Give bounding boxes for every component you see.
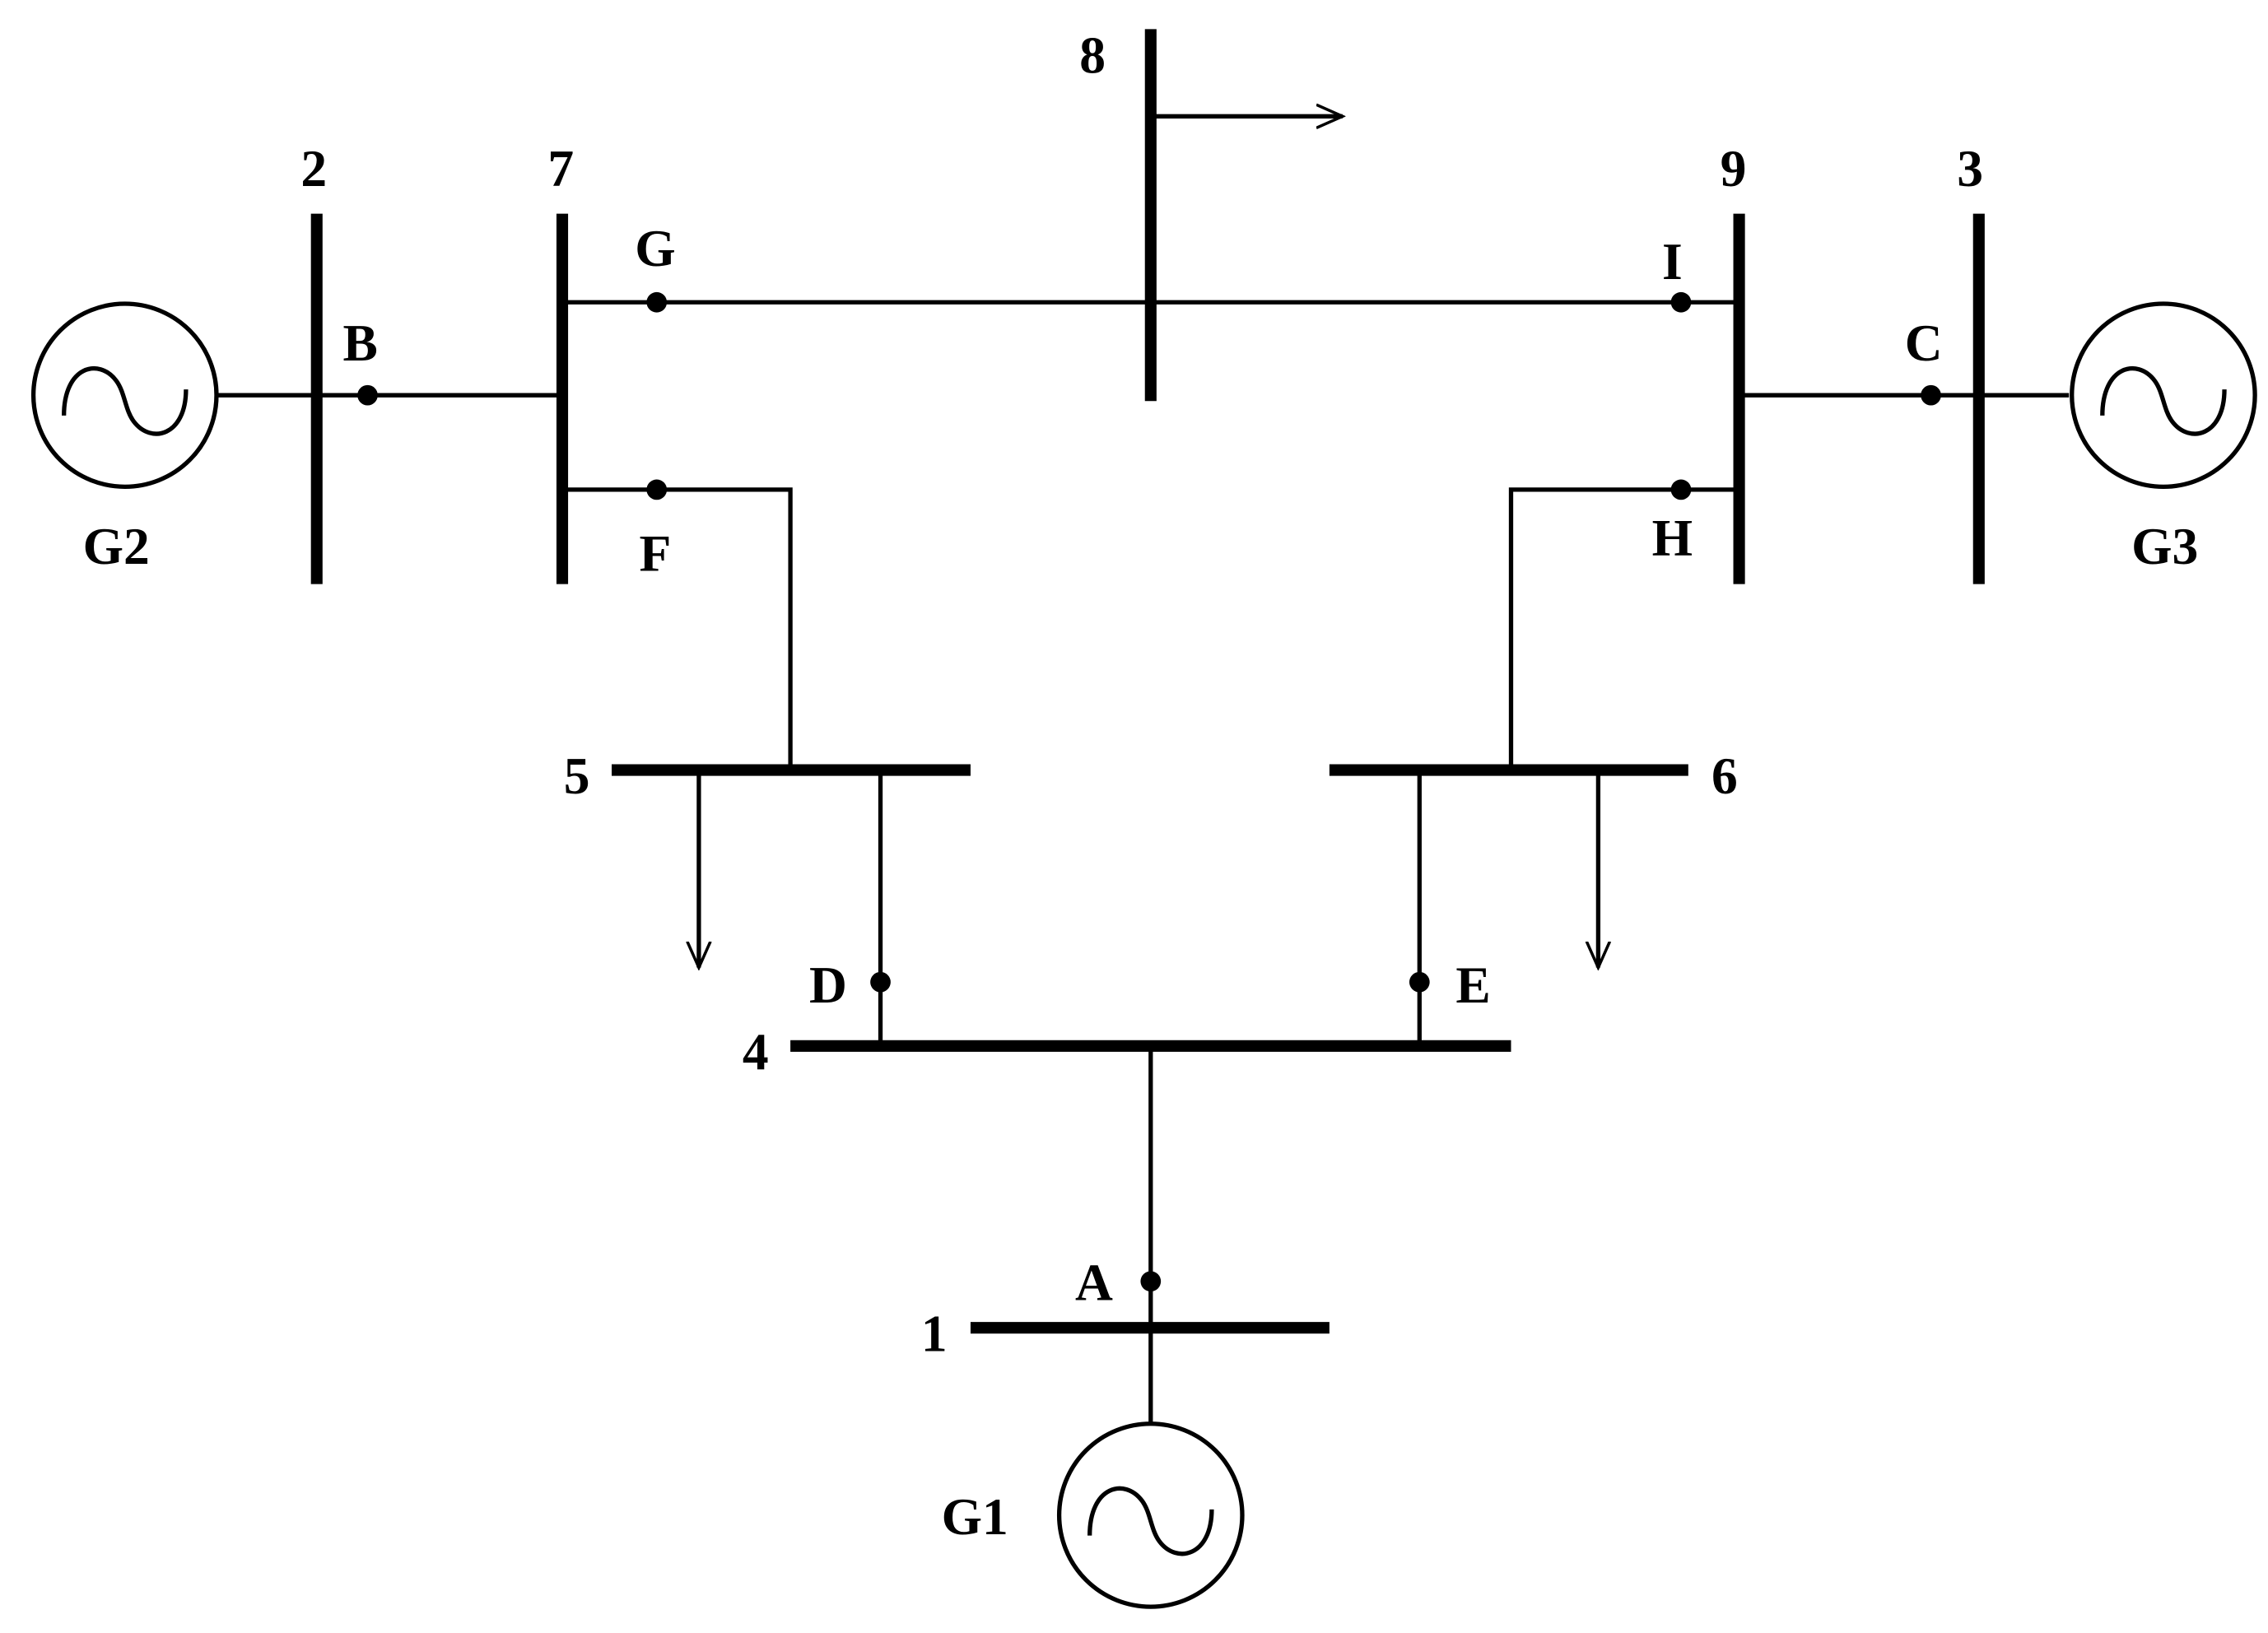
bus-label-4: 4 (743, 1022, 769, 1081)
bus-label-7: 7 (547, 139, 574, 198)
point-marker-G (646, 291, 668, 313)
point-marker-B (357, 384, 378, 406)
loads (699, 116, 1598, 967)
point-marker-C (1921, 384, 1941, 406)
ac-generator-icon (1056, 1421, 1245, 1609)
bus-label-6: 6 (1711, 747, 1738, 805)
point-label-I: I (1662, 232, 1683, 291)
transmission-lines (217, 300, 2070, 1422)
ac-generator-icon (30, 301, 219, 490)
point-label-G: G (635, 219, 675, 277)
buses (310, 29, 1985, 1334)
bus-label-8: 8 (1079, 26, 1106, 84)
bus-label-1: 1 (921, 1304, 948, 1362)
bus-label-3: 3 (1957, 139, 1983, 198)
point-marker-E (1409, 971, 1430, 993)
point-label-A: A (1075, 1254, 1113, 1312)
point-label-B: B (343, 314, 378, 372)
point-label-C: C (1905, 314, 1943, 372)
point-labels: A B C D E F G H I (343, 219, 1943, 1312)
point-label-F: F (640, 524, 672, 583)
point-label-E: E (1455, 956, 1490, 1014)
bus-labels: 2 7 8 9 3 5 6 4 1 (300, 26, 1983, 1362)
generators (30, 301, 2257, 1609)
point-marker-H (1670, 479, 1692, 500)
point-marker-I (1670, 291, 1692, 313)
generator-labels: G2 G3 G1 (83, 517, 2199, 1546)
bus-label-9: 9 (1721, 139, 1747, 198)
line-bus7-bus5 (562, 487, 793, 770)
generator-label-g3: G3 (2131, 517, 2198, 575)
point-label-H: H (1652, 508, 1693, 566)
generator-label-g1: G1 (942, 1487, 1008, 1546)
ac-generator-icon (2070, 301, 2257, 490)
point-marker-D (870, 971, 891, 993)
point-marker-A (1140, 1271, 1162, 1292)
point-marker-F (646, 479, 668, 500)
measurement-points (357, 291, 1941, 1292)
line-bus9-bus6 (1508, 487, 1739, 770)
bus-label-5: 5 (564, 747, 590, 805)
point-label-D: D (809, 956, 847, 1014)
generator-label-g2: G2 (83, 517, 150, 575)
bus-label-2: 2 (300, 139, 327, 198)
